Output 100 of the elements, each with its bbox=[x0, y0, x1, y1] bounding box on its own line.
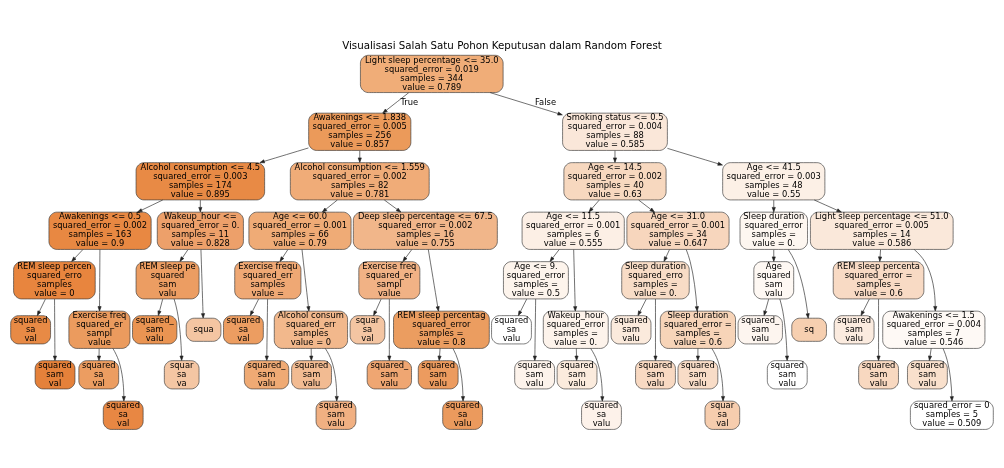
arrow bbox=[325, 348, 339, 402]
node-box: Age <= 14.5 squared_error = 0.002 samples = 40 value = 0.63 bbox=[563, 162, 667, 201]
arrow bbox=[574, 348, 579, 361]
node-box: squa bbox=[185, 317, 222, 342]
arrow bbox=[779, 298, 789, 361]
arrow bbox=[813, 199, 842, 213]
node-box: REM sleep pe squared sam valu bbox=[135, 261, 200, 300]
node-box: Deep sleep percentage <= 67.5 squared_error = 0.002 samples = 16 value = 0.755 bbox=[353, 211, 498, 250]
node-box: Sleep duration squared_error samples = value = 0. bbox=[739, 211, 808, 250]
arrow bbox=[667, 148, 723, 166]
arrow bbox=[428, 249, 440, 312]
arrow bbox=[309, 348, 314, 361]
node-box: Sleep duration squared_error = samples = value = 0.6 bbox=[659, 310, 736, 349]
arrow bbox=[696, 348, 700, 361]
node-box: squared sam valu bbox=[833, 315, 875, 345]
arrow bbox=[373, 298, 382, 316]
node-box: squared_ sam valu bbox=[737, 315, 783, 345]
node-box: Light sleep percentage <= 35.0 squared_error = 0.019 samples = 344 value = 0.789 bbox=[360, 54, 504, 93]
node-box: sq bbox=[791, 317, 827, 342]
diagram-title: Visualisasi Salah Satu Pohon Keputusan dalam Random Forest bbox=[342, 39, 662, 52]
arrow bbox=[200, 249, 205, 319]
node-box: REM sleep percen squared_erro samples value = 0 bbox=[13, 261, 96, 300]
arrow bbox=[771, 199, 776, 213]
arrow bbox=[942, 348, 954, 402]
node-box: Exercise freq squared_er sampl value bbox=[68, 310, 131, 349]
node-box: squared sa val bbox=[223, 315, 264, 345]
arrow bbox=[179, 249, 189, 262]
node-box: squared_ sam valu bbox=[366, 360, 412, 390]
node-box: squared sam valu bbox=[677, 360, 719, 390]
arrow bbox=[437, 348, 442, 361]
arrow bbox=[71, 249, 84, 262]
node-box: squared sam val bbox=[34, 360, 76, 390]
arrow bbox=[860, 298, 870, 316]
node-box: Age <= 11.5 squared_error = 0.001 samples = 6 value = 0.555 bbox=[521, 211, 625, 250]
node-box: Age <= 31.0 squared_error = 0.001 samples = 34 value = 0.647 bbox=[626, 211, 730, 250]
node-box: squared_error = 0 samples = 5 value = 0.509 bbox=[910, 400, 994, 430]
node-box: Awakenings <= 1.5 squared_error = 0.004 samples = 7 value = 0.546 bbox=[882, 310, 986, 349]
node-box: squared sam valu bbox=[315, 400, 357, 430]
arrow bbox=[637, 298, 647, 316]
arrow bbox=[876, 298, 881, 361]
node-box: Alcohol consum squared_err samples value = 0 bbox=[273, 310, 348, 349]
node-box: squared sa val bbox=[102, 400, 144, 430]
node-box: squared sam valu bbox=[417, 360, 459, 390]
node-box: squar sa val bbox=[704, 400, 741, 430]
arrow bbox=[382, 92, 410, 114]
node-box: squared sa valu bbox=[442, 400, 483, 430]
node-box: Awakenings <= 1.838 squared_error = 0.005 samples = 256 value = 0.857 bbox=[308, 112, 412, 151]
node-box: squared sa val bbox=[78, 360, 119, 390]
arrow bbox=[452, 348, 465, 402]
arrow bbox=[590, 348, 605, 402]
node-box: squared sam valu bbox=[291, 360, 332, 390]
arrow bbox=[928, 348, 932, 361]
node-box: squared_ sam valu bbox=[132, 315, 178, 345]
node-box: squared sam valu bbox=[556, 360, 598, 390]
node-box: Age squared sam valu bbox=[753, 261, 795, 300]
node-box: squared sam valu bbox=[907, 360, 948, 390]
edge-label: False bbox=[535, 97, 557, 108]
arrow bbox=[37, 298, 46, 316]
arrow bbox=[357, 150, 362, 163]
arrow bbox=[489, 92, 563, 116]
node-box: squared sa val bbox=[10, 315, 51, 345]
node-box: Wakeup_hour <= squared_error = 0. samples = 11 value = 0.828 bbox=[156, 211, 244, 250]
node-box: Age <= 60.0 squared_error = 0.001 samples = 66 value = 0.79 bbox=[248, 211, 352, 250]
arrow bbox=[264, 298, 269, 361]
arrow bbox=[279, 249, 289, 262]
node-box: squared sam valu bbox=[514, 360, 555, 390]
arrow bbox=[402, 249, 413, 262]
arrow bbox=[663, 249, 670, 262]
node-box: squar sa va bbox=[164, 360, 200, 390]
arrow bbox=[588, 199, 600, 213]
node-box: squared sam valu bbox=[767, 360, 808, 390]
node-box: Wakeup_hour squared_error samples = value = 0. bbox=[542, 310, 609, 349]
arrow bbox=[198, 199, 203, 213]
edge-label: True bbox=[400, 97, 419, 108]
arrow bbox=[137, 199, 164, 213]
arrow bbox=[638, 199, 655, 213]
arrow bbox=[518, 298, 527, 316]
node-box: Alcohol consumption <= 1.559 squared_error = 0.002 samples = 82 value = 0.781 bbox=[290, 162, 430, 201]
arrow bbox=[97, 348, 101, 361]
arrow bbox=[322, 199, 338, 213]
arrow bbox=[771, 249, 776, 262]
node-box: squared sam valu bbox=[610, 315, 652, 345]
arrow bbox=[549, 249, 560, 262]
arrow bbox=[97, 249, 102, 312]
arrow bbox=[711, 348, 725, 402]
arrow bbox=[387, 298, 392, 361]
node-box: Age <= 9. squared_error samples = value = 0.5 bbox=[503, 261, 569, 300]
arrow bbox=[112, 348, 126, 402]
node-box: Alcohol consumption <= 4.5 squared_error = 0.003 samples = 174 value = 0.895 bbox=[135, 162, 265, 201]
arrow bbox=[613, 150, 617, 163]
node-box: REM sleep percenta squared_error = samples = value = 0.6 bbox=[832, 261, 925, 300]
node-box: squar sa val bbox=[349, 315, 386, 345]
arrow bbox=[878, 249, 882, 262]
node-box: Smoking status <= 0.5 squared_error = 0.004 samples = 88 value = 0.585 bbox=[562, 112, 668, 151]
node-box: Age <= 41.5 squared_error = 0.003 samples = 48 value = 0.55 bbox=[722, 162, 826, 201]
node-box: Exercise frequ squared_err samples value = bbox=[234, 261, 302, 300]
arrow bbox=[259, 147, 309, 164]
node-box: Awakenings <= 0.5 squared_error = 0.002 samples = 163 value = 0.9 bbox=[48, 211, 152, 250]
arrow bbox=[763, 298, 769, 316]
node-box: Light sleep percentage <= 51.0 squared_error = 0.005 samples = 14 value = 0.586 bbox=[810, 211, 954, 250]
